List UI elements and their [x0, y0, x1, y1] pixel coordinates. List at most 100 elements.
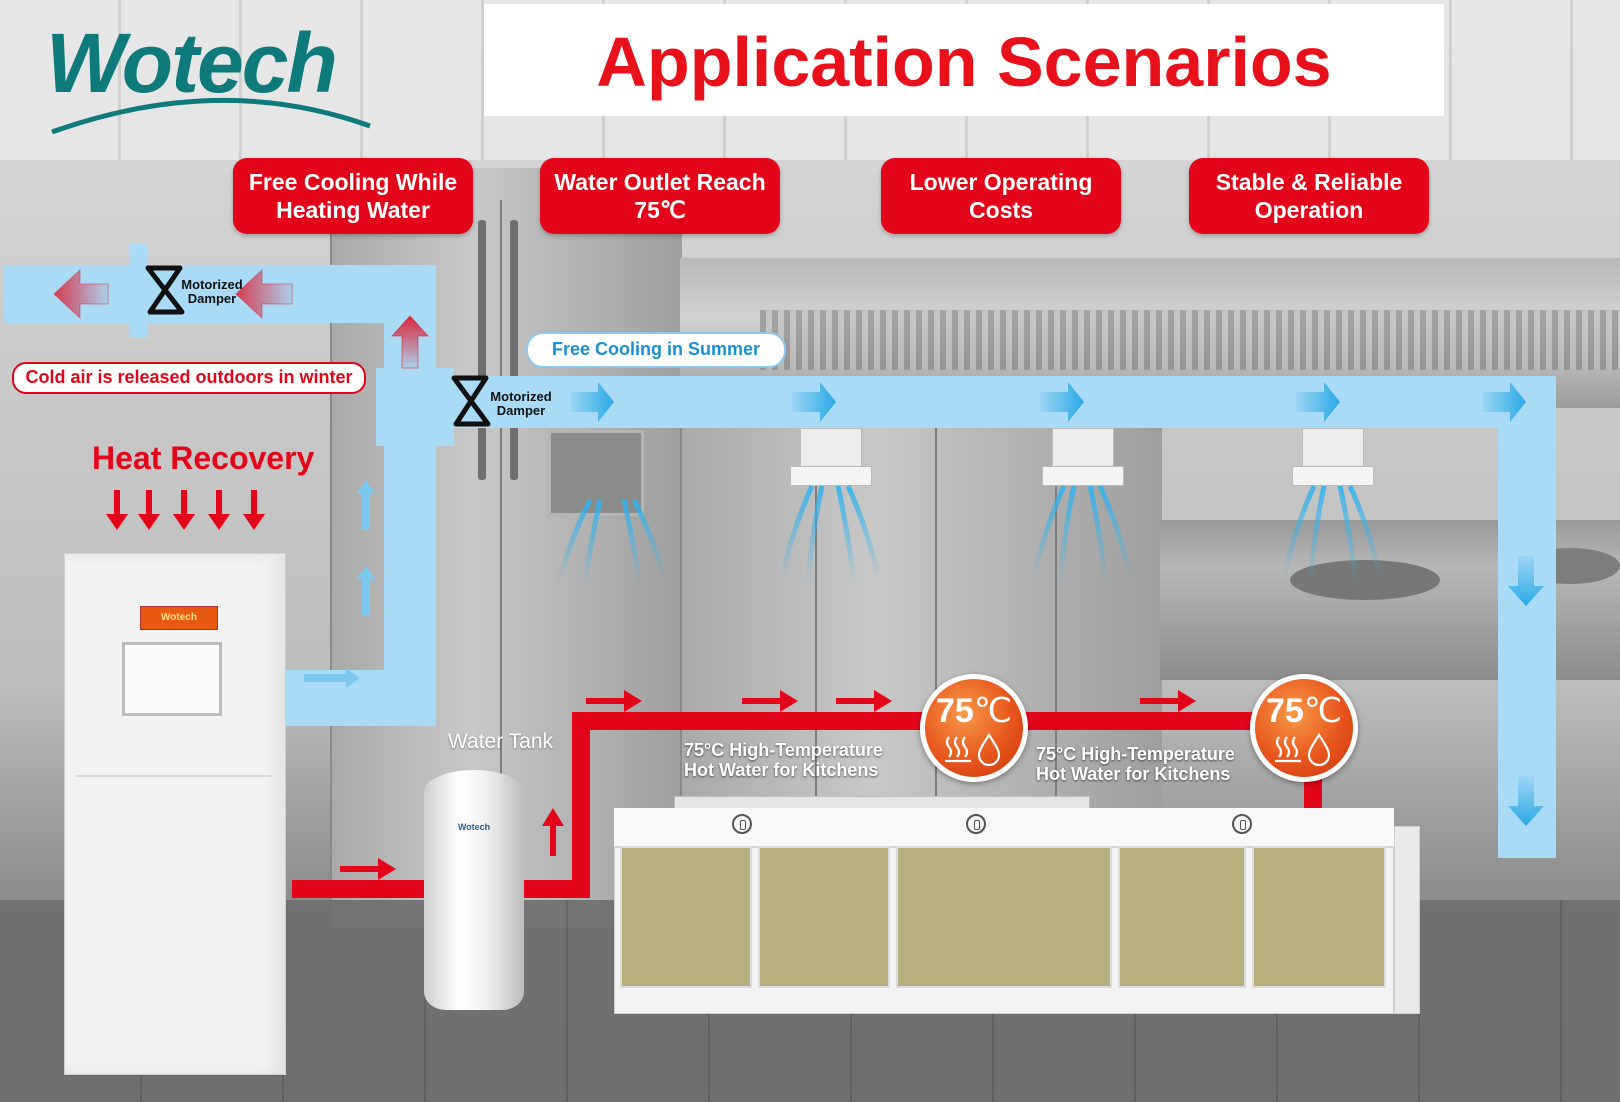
heat-recovery-arrows — [106, 490, 265, 530]
station-control-strip — [614, 808, 1394, 848]
damper-label: Motorized Damper — [180, 278, 244, 306]
ceiling-diffuser — [1292, 466, 1374, 486]
hot-water-label: 75°C High-Temperature Hot Water for Kitc… — [684, 740, 883, 780]
fridge-door-seam — [935, 420, 937, 820]
temperature-badge: 75℃ — [1250, 674, 1358, 782]
heat-arrow-down-icon — [106, 490, 128, 530]
damper-label-line: Motorized — [181, 277, 243, 292]
air-arrow-up-icon — [356, 566, 376, 616]
supply-arrow-right-icon — [792, 382, 836, 422]
pipe-riser — [572, 712, 590, 898]
water-arrow-right-icon — [586, 690, 642, 712]
temp-unit: ℃ — [973, 692, 1012, 730]
air-arrow-up-icon — [356, 480, 376, 530]
heat-arrow-down-icon — [173, 490, 195, 530]
hood-filter-slats — [760, 310, 1620, 370]
heat-arrow-down-icon — [138, 490, 160, 530]
unit-brand-badge: Wotech — [140, 606, 218, 630]
duct-flange — [130, 244, 148, 338]
supply-arrow-right-icon — [1040, 382, 1084, 422]
feature-line: Water Outlet Reach — [554, 169, 766, 195]
hot-water-flow-arrows — [340, 690, 1196, 880]
station-side-panel — [1394, 826, 1420, 1014]
hot-water-icon — [1275, 733, 1331, 767]
supply-arrow-down-icon — [1508, 776, 1544, 826]
unit-panel-seam — [76, 775, 272, 777]
temperature-value: 75℃ — [1255, 693, 1353, 729]
supply-arrow-right-icon — [570, 382, 614, 422]
control-knob-icon — [732, 814, 752, 834]
water-arrow-up-icon — [542, 808, 564, 856]
logo-wordmark: Wotech — [46, 16, 336, 110]
page-title: Application Scenarios — [596, 23, 1332, 101]
cabinet-door — [1252, 846, 1386, 988]
damper-label: Motorized Damper — [486, 390, 556, 418]
control-knob-icon — [966, 814, 986, 834]
cool-air-stream — [1281, 484, 1383, 588]
damper-label-line: Motorized — [490, 389, 552, 404]
temperature-badge: 75℃ — [920, 674, 1028, 782]
feature-line: 75℃ — [634, 197, 686, 223]
ceiling-diffuser — [790, 466, 872, 486]
temp-number: 75 — [1265, 692, 1304, 730]
fridge-handle — [478, 220, 486, 480]
hot-water-icon — [945, 733, 1001, 767]
feature-line: Stable & Reliable — [1215, 169, 1403, 195]
pipe-from-tank — [520, 880, 586, 898]
water-arrow-right-icon — [340, 858, 396, 880]
ceiling-diffuser — [1042, 466, 1124, 486]
damper-label-line: Damper — [187, 291, 237, 306]
logo-swoosh — [51, 97, 371, 135]
damper-label-line: Damper — [496, 403, 546, 418]
feature-line: Costs — [969, 197, 1033, 223]
air-arrow-right-icon — [304, 668, 360, 688]
tank-brand-badge: Wotech — [457, 822, 491, 832]
supply-arrow-right-icon — [1296, 382, 1340, 422]
feature-line: Heating Water — [276, 197, 430, 223]
control-knob-icon — [1232, 814, 1252, 834]
fridge-door-seam — [1055, 420, 1057, 820]
heat-arrow-down-icon — [243, 490, 265, 530]
hot-water-label-line: 75°C High-Temperature — [1036, 744, 1235, 764]
water-tank — [424, 770, 524, 1010]
wotech-logo: Wotech — [40, 14, 400, 135]
cabinet-door — [620, 846, 752, 988]
temp-unit: ℃ — [1303, 692, 1342, 730]
heat-recovery-title: Heat Recovery — [92, 440, 315, 476]
damper-icon — [145, 265, 185, 315]
exhaust-arrow-left-icon — [53, 268, 109, 320]
feature-line: Operation — [1254, 197, 1364, 223]
water-arrow-right-icon — [742, 690, 798, 712]
cabinet-door — [896, 846, 1112, 988]
supply-arrow-right-icon — [1482, 382, 1526, 422]
temperature-value: 75℃ — [925, 693, 1023, 729]
supply-duct-horizontal — [436, 376, 1556, 428]
fridge-door-seam — [815, 420, 817, 820]
exhaust-arrow-up-icon — [390, 315, 430, 369]
water-tank-label: Water Tank — [448, 730, 554, 753]
feature-line: Lower Operating — [909, 169, 1093, 195]
hot-water-label: 75°C High-Temperature Hot Water for Kitc… — [1036, 744, 1235, 784]
cool-air-stream — [557, 498, 667, 588]
title-box — [484, 4, 1444, 116]
logo-graphic: Wotech — [46, 16, 371, 135]
hot-water-label-line: Hot Water for Kitchens — [684, 760, 879, 780]
wok-icon — [1290, 560, 1440, 600]
cool-air-stream — [779, 484, 881, 588]
exhaust-arrow-left-icon — [235, 268, 293, 320]
hot-water-label-line: 75°C High-Temperature — [684, 740, 883, 760]
unit-air-outlet — [122, 642, 222, 716]
damper-icon — [451, 375, 491, 427]
feature-line: Free Cooling While — [248, 169, 458, 195]
heat-pump-unit — [64, 553, 286, 1075]
temp-number: 75 — [935, 692, 974, 730]
cabinet-door — [1118, 846, 1246, 988]
cabinet-door — [758, 846, 890, 988]
cool-air-stream — [1031, 484, 1133, 588]
